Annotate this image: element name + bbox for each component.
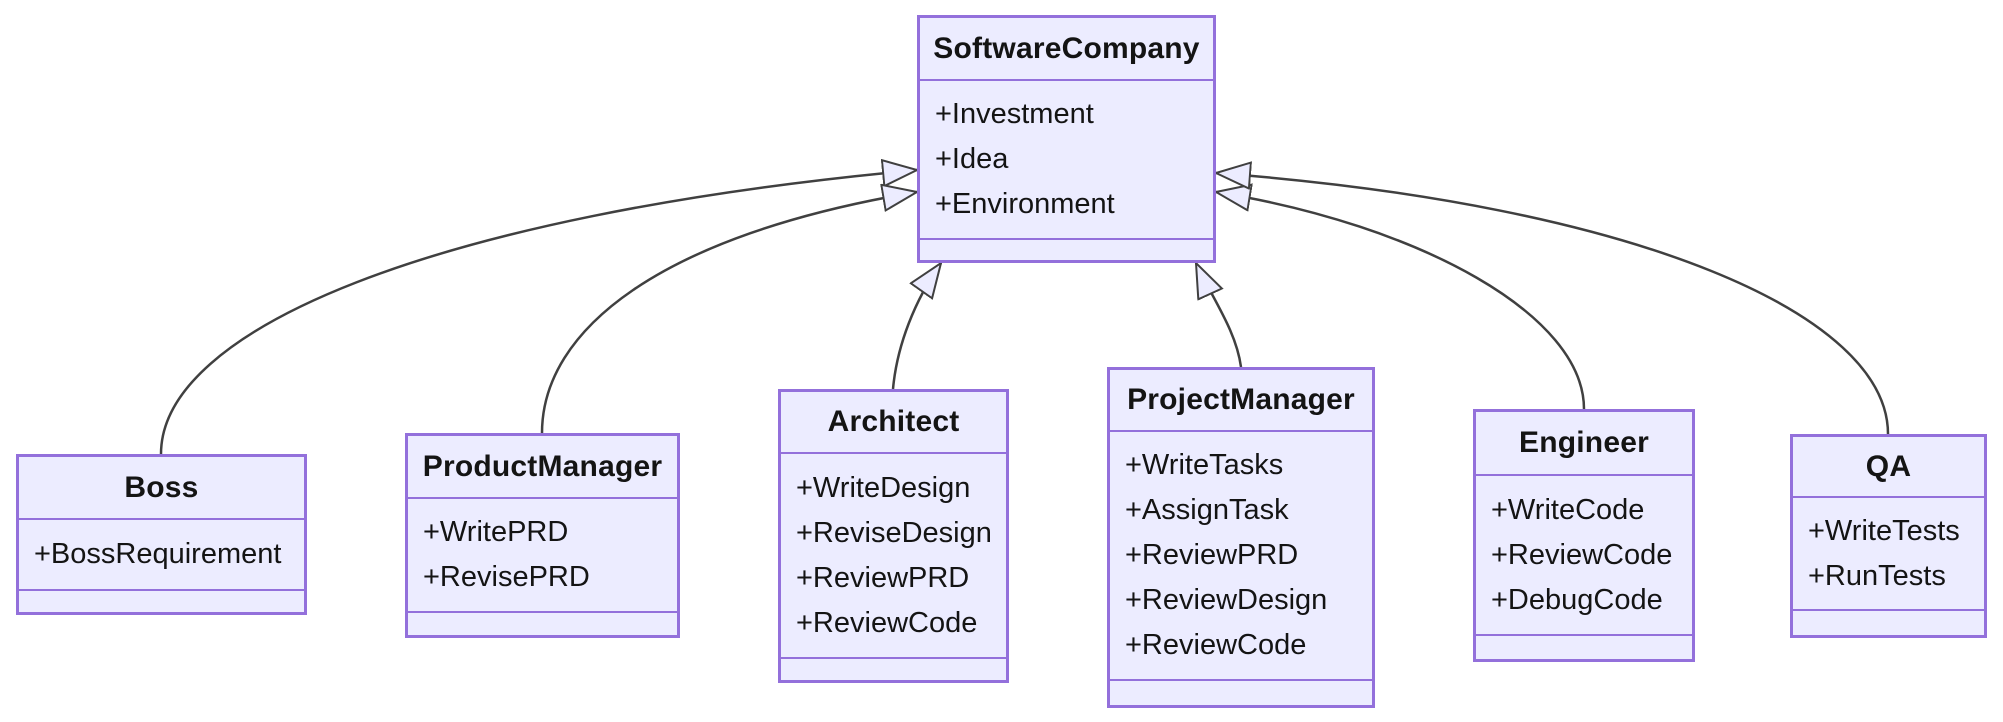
class-productmanager: ProductManager +WritePRD +RevisePRD xyxy=(405,433,680,638)
attribute: +ReviewCode xyxy=(1125,629,1307,661)
edge-productmanager-to-softwarecompany xyxy=(540,192,917,434)
attribute: +DebugCode xyxy=(1491,583,1663,616)
attribute: +ReviewPRD xyxy=(796,561,970,594)
attribute: +AssignTask xyxy=(1125,494,1289,526)
attribute: +Environment xyxy=(935,188,1115,220)
attribute: +ReviewDesign xyxy=(1125,584,1328,616)
class-projectmanager: ProjectManager +WriteTasks +AssignTask +… xyxy=(1107,367,1375,708)
class-methods-empty xyxy=(1110,679,1372,705)
class-title: ProductManager xyxy=(422,449,663,483)
class-title: Boss xyxy=(124,470,199,504)
class-architect: Architect +WriteDesign +ReviseDesign +Re… xyxy=(778,389,1009,683)
edge-qa-to-softwarecompany xyxy=(1216,173,1890,435)
attribute: +RevisePRD xyxy=(423,561,590,593)
attribute: +ReviseDesign xyxy=(796,516,992,549)
class-methods-empty xyxy=(408,611,677,635)
attribute: +ReviewCode xyxy=(796,606,978,639)
class-methods-empty xyxy=(1476,634,1692,659)
attribute: +WriteTests xyxy=(1808,514,1960,547)
class-title: QA xyxy=(1865,449,1912,483)
class-title: SoftwareCompany xyxy=(933,31,1200,65)
attribute: +BossRequirement xyxy=(34,538,282,570)
attribute: +WriteTasks xyxy=(1125,449,1284,481)
class-attributes: +WriteTasks +AssignTask +ReviewPRD +Revi… xyxy=(1110,430,1372,679)
attribute: +WriteCode xyxy=(1491,493,1645,526)
class-boss: Boss +BossRequirement xyxy=(16,454,307,615)
edge-architect-to-softwarecompany xyxy=(891,263,941,390)
attribute: +ReviewPRD xyxy=(1125,539,1299,571)
edge-projectmanager-to-softwarecompany xyxy=(1196,263,1243,368)
class-attributes: +WriteCode +ReviewCode +DebugCode xyxy=(1476,474,1692,634)
attribute: +ReviewCode xyxy=(1491,538,1673,571)
class-title: Architect xyxy=(827,405,960,438)
class-attributes: +Investment +Idea +Environment xyxy=(920,79,1213,238)
class-methods-empty xyxy=(781,657,1006,680)
class-methods-empty xyxy=(19,589,304,612)
class-title: Engineer xyxy=(1519,426,1649,459)
class-attributes: +BossRequirement xyxy=(19,518,304,589)
class-qa: QA +WriteTests +RunTests xyxy=(1790,434,1987,638)
attribute: +RunTests xyxy=(1808,559,1946,592)
class-attributes: +WriteTests +RunTests xyxy=(1793,496,1984,609)
class-softwarecompany: SoftwareCompany +Investment +Idea +Envir… xyxy=(917,15,1216,263)
class-methods-empty xyxy=(1793,609,1984,635)
edge-boss-to-softwarecompany xyxy=(159,170,917,455)
class-methods-empty xyxy=(920,238,1213,260)
class-attributes: +WritePRD +RevisePRD xyxy=(408,497,677,611)
edge-engineer-to-softwarecompany xyxy=(1216,192,1586,410)
class-attributes: +WriteDesign +ReviseDesign +ReviewPRD +R… xyxy=(781,452,1006,657)
class-engineer: Engineer +WriteCode +ReviewCode +DebugCo… xyxy=(1473,409,1695,662)
attribute: +Investment xyxy=(935,98,1094,130)
attribute: +WriteDesign xyxy=(796,471,971,504)
class-title: ProjectManager xyxy=(1127,383,1355,416)
attribute: +Idea xyxy=(935,143,1009,175)
attribute: +WritePRD xyxy=(423,516,569,548)
